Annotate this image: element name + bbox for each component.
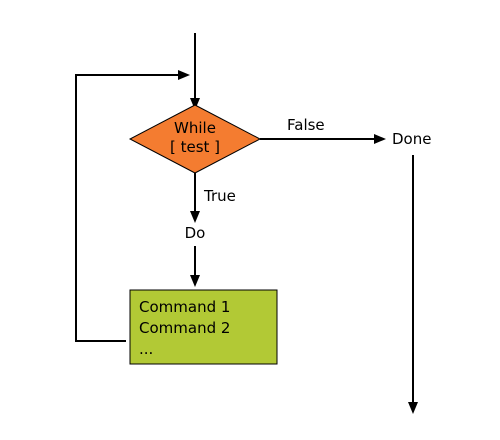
true-label: True	[203, 187, 236, 205]
false-arrowhead	[374, 134, 386, 144]
decision-label-while: While	[174, 119, 216, 137]
decision-label-test: [ test ]	[170, 138, 220, 156]
command-block	[129, 289, 278, 365]
done-label: Done	[392, 130, 431, 148]
do-label: Do	[185, 224, 206, 242]
command-line-2: Command 2	[139, 319, 230, 337]
false-label: False	[287, 116, 325, 134]
loop-back-arrowhead	[178, 70, 190, 80]
do-arrowhead	[190, 275, 200, 287]
entry-arrowhead	[190, 98, 200, 110]
exit-arrowhead	[408, 402, 418, 414]
true-arrowhead	[190, 211, 200, 223]
command-line-1: Command 1	[139, 298, 230, 316]
command-line-ellipsis: ...	[139, 340, 153, 358]
loop-back-edge	[75, 74, 180, 342]
